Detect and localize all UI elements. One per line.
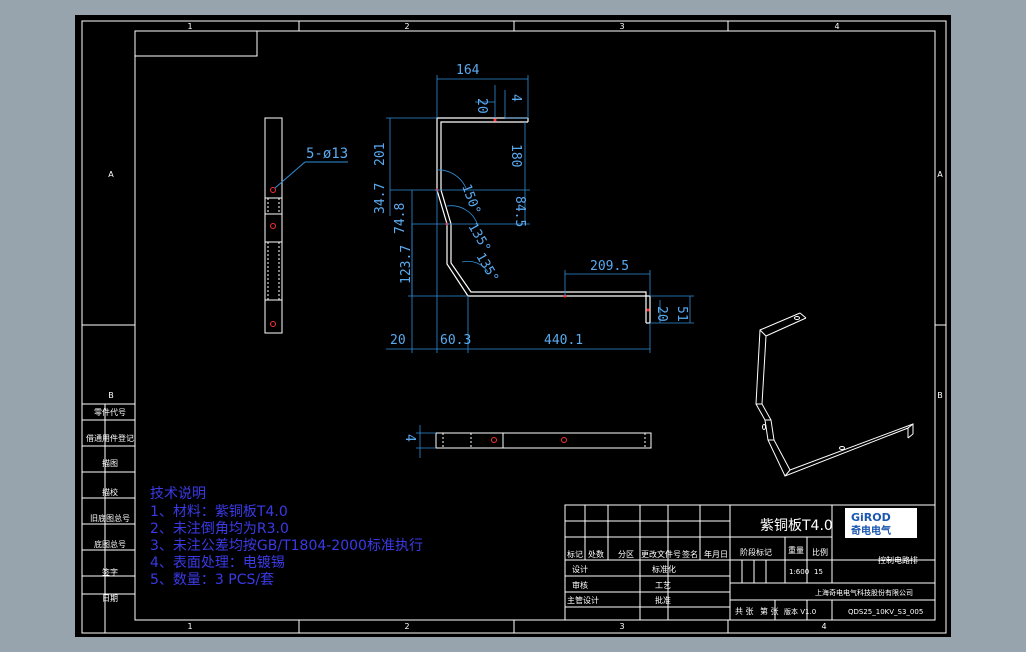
left-table-row-1: 零件代号 [94,407,126,417]
dim-34-7: 34.7 [373,183,388,214]
dimension-lines [386,75,694,353]
col-label-3: 分区 [618,550,634,559]
code-box [134,30,258,57]
approve-label: 批准 [655,595,671,605]
version-label: 版本 V1.0 [784,607,816,616]
note-item-5: 5、数量：3 PCS/套 [150,572,274,588]
row-label-right-b: B [937,391,943,400]
dim-thickness: 4 [402,434,417,442]
scale-label: 比例 [812,547,828,557]
company-logo [845,508,917,538]
thickness-dim [416,425,436,458]
dim-60-3: 60.3 [440,333,471,348]
dim-201: 201 [373,143,388,166]
dim-164: 164 [456,63,480,78]
dim-4-top: 4 [508,94,523,102]
center-mark [493,118,497,122]
dim-20-bottom: 20 [390,333,406,348]
col-label-top-3: 3 [619,22,624,31]
logo-text: GiROD [851,511,891,524]
sheets-total: 共 张 [735,607,754,616]
dim-123-7: 123.7 [399,245,414,284]
hole-marker [270,223,276,229]
dimension-texts: 164 20 4 201 180 150° 84.5 34.7 74.8 135… [373,63,689,348]
center-mark [646,308,650,312]
left-table-row-5: 旧底图总号 [90,513,130,523]
col-label-bottom-4: 4 [821,622,826,631]
technical-notes: 技术说明 1、材料：紫铜板T4.0 2、未注倒角均为R3.0 3、未注公差均按G… [150,486,423,588]
dim-20-top: 20 [474,98,489,114]
col-label-top-4: 4 [834,22,839,31]
stage-mark-label: 阶段标记 [740,547,772,557]
chief-label: 主管设计 [567,595,599,605]
hole-marker [270,321,276,327]
col-label-bottom-1: 1 [187,622,192,631]
col-label-4: 更改文件号 [641,549,681,559]
weight-label: 重量 [788,545,804,555]
left-table-row-2: 借通用件登记 [86,433,134,443]
grid-ticks [82,21,946,633]
check-label: 审核 [572,580,588,590]
row-label-right-a: A [937,170,943,179]
title-part-name: 控制电路排 [878,555,918,565]
hole-callout: 5-ø13 [306,146,348,162]
design-label: 设计 [572,564,588,574]
hole-marker [561,437,567,443]
sheet-no: 第 张 [760,606,779,616]
drawing-number: QDS25_10KV_S3_005 [848,608,923,616]
notes-title: 技术说明 [150,486,206,502]
dim-84-5: 84.5 [512,196,527,227]
logo-cn: 奇电电气 [851,524,891,537]
dim-51: 51 [674,306,689,322]
col-label-6: 年月日 [704,549,728,559]
left-table-row-3: 描图 [102,458,118,468]
title-material: 紫铜板T4.0 [760,518,833,534]
scale-value: 1:600 [789,568,809,576]
dim-209-5: 209.5 [590,259,629,274]
company-name: 上海奇电电气科技股份有限公司 [815,588,913,597]
title-block [564,504,936,621]
isometric-view [755,312,914,477]
dim-20-right: 20 [654,306,669,322]
note-item-3: 3、未注公差均按GB/T1804-2000标准执行 [150,538,423,554]
grid-labels: 1 2 3 4 1 2 3 4 A B A B [108,22,943,631]
col-label-5: 签名 [682,549,698,559]
col-label-top-1: 1 [187,22,192,31]
drawing-sheet [75,15,951,637]
row-label-left-a: A [108,170,114,179]
hole-marker [491,437,497,443]
col-label-top-2: 2 [404,22,409,31]
note-item-1: 1、材料：紫铜板T4.0 [150,504,288,520]
left-table-row-6: 底图总号 [94,539,126,549]
note-item-4: 4、表面处理：电镀锡 [150,554,285,571]
front-view-profile [436,117,651,324]
process-label: 工艺 [655,581,671,590]
col-label-2: 处数 [588,549,604,559]
dim-74-8: 74.8 [393,203,408,234]
top-view [435,432,652,449]
left-revision-table [82,403,135,633]
left-table-row-4: 描校 [102,487,118,497]
left-table-row-7: 签字 [102,567,118,577]
left-table-row-8: 日期 [102,594,118,603]
note-item-2: 2、未注倒角均为R3.0 [150,521,289,537]
side-view-holes [270,187,276,327]
col-label-1: 标记 [567,549,583,559]
row-label-left-b: B [108,391,114,400]
hole-marker [270,187,276,193]
col-label-bottom-2: 2 [404,622,409,631]
col-label-bottom-3: 3 [619,622,624,631]
left-table-labels: 零件代号 借通用件登记 描图 描校 旧底图总号 底图总号 签字 日期 [86,407,134,603]
hole-leader [274,161,306,189]
dim-180: 180 [508,144,523,167]
dim-440-1: 440.1 [544,333,583,348]
title-block-texts: 紫铜板T4.0 控制电路排 标记 处数 分区 更改文件号 签名 年月日 阶段标记… [567,518,923,616]
weight-value: 15 [814,568,823,576]
standard-label: 标准化 [652,564,676,574]
top-view-holes [491,437,567,443]
side-view [264,117,283,334]
